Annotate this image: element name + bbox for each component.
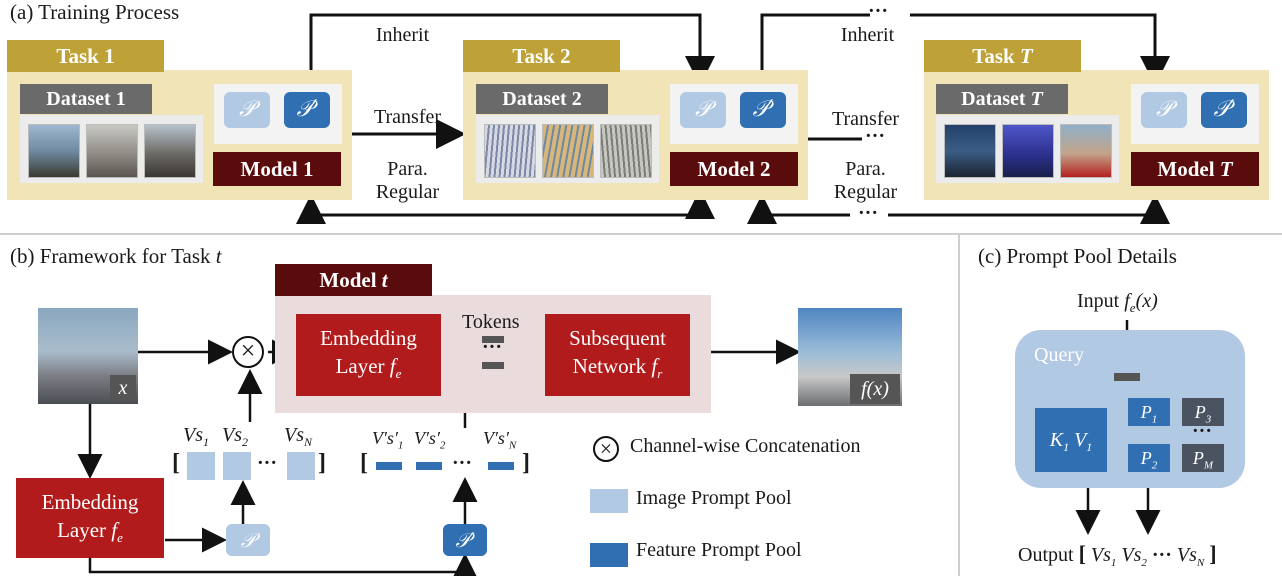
task-1-tab: Task 1 bbox=[7, 40, 164, 72]
panel-b-title: (b) Framework for Task t bbox=[10, 244, 222, 268]
input-x-label: x bbox=[110, 375, 136, 401]
separator-vertical bbox=[958, 235, 960, 576]
vs-ellipsis: ··· bbox=[257, 452, 278, 474]
prompt-pm: PM bbox=[1182, 444, 1224, 472]
subsequent-network: Subsequent Network fr bbox=[545, 314, 690, 396]
dataset-t-image-3 bbox=[1060, 124, 1112, 178]
feature-prompt-pool-chip-t: 𝒫′ bbox=[1201, 92, 1247, 128]
vsp-slot-2 bbox=[416, 462, 442, 470]
feature-prompt-pool-chip-2: 𝒫′ bbox=[740, 92, 786, 128]
prompt-pool-input: Input fe(x) bbox=[1077, 290, 1158, 315]
dataset-2-image-1 bbox=[484, 124, 536, 178]
legend-concat-label: Channel-wise Concatenation bbox=[630, 435, 861, 457]
regular-ellipsis: ··· bbox=[857, 202, 878, 224]
vs-slot-n bbox=[287, 452, 315, 480]
feature-prompt-pool-chip-b: 𝒫′ bbox=[443, 524, 487, 556]
vs-slot-1 bbox=[187, 452, 215, 480]
image-prompt-pool-chip-b: 𝒫 bbox=[226, 524, 270, 556]
query-label: Query bbox=[1034, 344, 1084, 366]
model-2-box: Model 2 bbox=[670, 152, 798, 186]
dataset-1-tab: Dataset 1 bbox=[20, 84, 152, 114]
tokens-label: Tokens bbox=[462, 311, 520, 333]
legend-image-pool-label: Image Prompt Pool bbox=[636, 487, 792, 509]
vs-bracket-open: [ bbox=[172, 450, 180, 476]
prompt-p3: P3 bbox=[1182, 398, 1224, 426]
dataset-t-image-2 bbox=[1002, 124, 1054, 178]
dataset-1-image-2 bbox=[86, 124, 138, 178]
vs-label-2: Vs2 bbox=[222, 424, 248, 449]
panel-a-title: (a) Training Process bbox=[10, 0, 180, 24]
task-2-tab: Task 2 bbox=[463, 40, 620, 72]
para-label-1: Para. bbox=[387, 158, 428, 180]
model-t-tab: Model t bbox=[275, 264, 432, 296]
inherit-label-2: Inherit bbox=[840, 24, 895, 46]
inherit-label-1: Inherit bbox=[375, 24, 430, 46]
legend-image-pool-swatch bbox=[590, 489, 628, 513]
transfer-ellipsis: ··· bbox=[864, 125, 885, 147]
transfer-label-1: Transfer bbox=[373, 106, 442, 128]
vs-label-n: VsN bbox=[284, 424, 313, 449]
dataset-1-image-1 bbox=[28, 124, 80, 178]
vs-bracket-close: ] bbox=[318, 450, 326, 476]
token-bar-1 bbox=[482, 336, 504, 343]
vsp-label-2: V′s′2 bbox=[414, 428, 446, 452]
prompt-p1: P1 bbox=[1128, 398, 1170, 426]
output-fx-label: f(x) bbox=[850, 374, 900, 404]
prompt-pool-ellipsis: ··· bbox=[1192, 420, 1213, 442]
regular-label-2: Regular bbox=[833, 181, 898, 203]
concat-operator: × bbox=[232, 336, 264, 368]
embedding-layer-bottom-line2: Layer fe bbox=[57, 518, 123, 546]
vsp-bracket-close: ] bbox=[522, 450, 530, 476]
vsp-bracket-open: [ bbox=[360, 450, 368, 476]
prompt-pool-output: Output [ Vs1 Vs2 ··· VsN ] bbox=[1018, 541, 1217, 569]
vs-slot-2 bbox=[223, 452, 251, 480]
dataset-t-tab: Dataset T bbox=[936, 84, 1068, 114]
transfer-label-2: Transfer bbox=[831, 108, 900, 130]
panel-c-title: (c) Prompt Pool Details bbox=[978, 244, 1177, 268]
legend-feature-pool-swatch bbox=[590, 543, 628, 567]
legend-feature-pool-label: Feature Prompt Pool bbox=[636, 539, 802, 561]
query-token bbox=[1114, 373, 1140, 381]
legend-concat-icon: × bbox=[593, 436, 619, 462]
vsp-slot-n bbox=[488, 462, 514, 470]
model-1-box: Model 1 bbox=[213, 152, 341, 186]
image-prompt-pool-chip-t: 𝒫 bbox=[1141, 92, 1187, 128]
vsp-label-n: V′s′N bbox=[483, 428, 517, 452]
input-label: Input bbox=[1077, 290, 1120, 312]
vsp-label-1: V′s′1 bbox=[372, 428, 404, 452]
dataset-2-image-2 bbox=[542, 124, 594, 178]
vsp-ellipsis: ··· bbox=[452, 452, 473, 474]
task-t-tab: Task T bbox=[924, 40, 1081, 72]
embedding-layer-bottom-line1: Embedding bbox=[41, 490, 139, 514]
subsequent-network-line1: Subsequent bbox=[569, 326, 666, 350]
feature-prompt-pool-chip-1: 𝒫′ bbox=[284, 92, 330, 128]
dataset-2-image-3 bbox=[600, 124, 652, 178]
token-bar-2 bbox=[482, 362, 504, 369]
separator-horizontal bbox=[0, 233, 1282, 235]
para-label-2: Para. bbox=[845, 158, 886, 180]
dataset-t-image-1 bbox=[944, 124, 996, 178]
vs-label-1: Vs1 bbox=[183, 424, 209, 449]
embedding-layer-top: Embedding Layer fe bbox=[296, 314, 441, 396]
image-prompt-pool-chip-1: 𝒫 bbox=[224, 92, 270, 128]
embedding-layer-top-line1: Embedding bbox=[320, 326, 417, 350]
inherit-ellipsis: ··· bbox=[867, 0, 888, 22]
key-value-box: K1 V1 bbox=[1035, 408, 1107, 472]
dataset-2-tab: Dataset 2 bbox=[476, 84, 608, 114]
vsp-slot-1 bbox=[376, 462, 402, 470]
model-t-box: Model T bbox=[1131, 152, 1259, 186]
regular-label-1: Regular bbox=[375, 181, 440, 203]
prompt-p2: P2 bbox=[1128, 444, 1170, 472]
subsequent-network-line2: Network fr bbox=[572, 354, 663, 382]
dataset-1-image-3 bbox=[144, 124, 196, 178]
embedding-layer-bottom: Embedding Layer fe bbox=[16, 478, 164, 558]
embedding-layer-top-line2: Layer fe bbox=[335, 354, 402, 382]
tokens-ellipsis: ··· bbox=[482, 336, 503, 358]
image-prompt-pool-chip-2: 𝒫 bbox=[680, 92, 726, 128]
output-label: Output bbox=[1018, 544, 1074, 566]
